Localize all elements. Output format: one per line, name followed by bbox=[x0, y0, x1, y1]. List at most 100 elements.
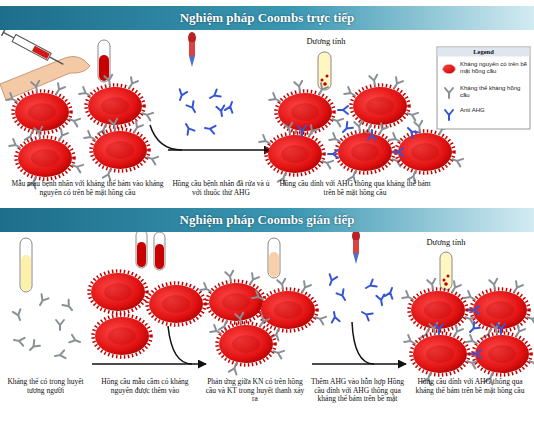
test-tube bbox=[268, 238, 280, 278]
test-tube bbox=[440, 252, 452, 290]
antibody-symbol bbox=[63, 300, 76, 313]
antibody-symbol bbox=[13, 309, 24, 321]
caption-text: Dương tính bbox=[416, 238, 476, 248]
caption-text: Phản ứng giữa KN có trên hồng cầu và KT … bbox=[205, 378, 305, 404]
flow-curve bbox=[150, 125, 182, 150]
legend-sample bbox=[440, 106, 458, 124]
syringe-needle bbox=[2, 29, 66, 68]
ahg-symbol bbox=[393, 148, 403, 156]
ahg-symbol bbox=[467, 322, 480, 335]
test-tube bbox=[154, 232, 165, 270]
dropper bbox=[188, 32, 196, 67]
ahg-symbol bbox=[340, 122, 353, 135]
legend-text: Kháng thể kháng hồng cầu bbox=[460, 85, 528, 98]
legend-symbol bbox=[443, 64, 456, 73]
ahg-symbol bbox=[405, 125, 418, 138]
dropper-tip bbox=[189, 56, 195, 67]
coated-cell bbox=[389, 121, 463, 183]
flow-curve bbox=[168, 326, 192, 364]
legend-row: Kháng thể kháng hồng cầu bbox=[437, 84, 530, 104]
coated-cell bbox=[466, 323, 534, 385]
ahg-symbol bbox=[298, 126, 306, 136]
antibody-symbol bbox=[54, 350, 65, 360]
ahg-symbol bbox=[337, 289, 349, 302]
agglutinate bbox=[447, 275, 450, 278]
section-title: Nghiệm pháp Coombs gián tiếp bbox=[180, 212, 355, 228]
antibody-symbol bbox=[56, 320, 64, 330]
flow-arrow bbox=[168, 149, 272, 151]
antibody-symbol bbox=[37, 294, 49, 307]
antibody-symbol bbox=[13, 336, 24, 346]
flow-arrow bbox=[312, 363, 406, 365]
antibody-symbol bbox=[27, 340, 40, 353]
section-band: Nghiệm pháp Coombs gián tiếp bbox=[0, 208, 534, 232]
legend-row: Kháng nguyên có trên bề mặt hồng cầu bbox=[437, 60, 530, 80]
caption-text: Thêm AHG vào hỗn hợp Hồng cầu dính với A… bbox=[310, 378, 405, 404]
cell-suspension bbox=[137, 242, 146, 267]
caption-text: Dương tính bbox=[296, 37, 356, 47]
red-cell bbox=[89, 271, 147, 313]
ahg-symbol bbox=[435, 324, 443, 334]
cell-suspension bbox=[155, 244, 164, 269]
caption-text: Hồng cầu dính với AHG thông qua kháng th… bbox=[410, 378, 530, 395]
ahg-symbol bbox=[330, 311, 340, 322]
agglutinate bbox=[444, 282, 448, 286]
flow-curve bbox=[352, 322, 374, 364]
caption-text: Hồng cầu bệnh nhân đã rửa và ủ với thuốc… bbox=[172, 180, 270, 197]
legend-sample bbox=[440, 84, 458, 102]
caption-text: Mẫu máu bệnh nhân với kháng thể bám vào … bbox=[5, 180, 170, 197]
coated-cell bbox=[6, 81, 80, 143]
coated-cell bbox=[84, 119, 158, 181]
dropper-body bbox=[353, 240, 359, 253]
mixed-sample bbox=[269, 252, 279, 277]
agglutinate bbox=[323, 82, 327, 86]
legend-sample bbox=[440, 60, 458, 78]
section-band: Nghiệm pháp Coombs trực tiếp bbox=[0, 6, 534, 30]
coated-cell bbox=[79, 75, 153, 137]
ahg-symbol bbox=[338, 106, 348, 114]
legend-row: Anti AHG bbox=[437, 106, 530, 126]
legend-text: Anti AHG bbox=[460, 107, 528, 114]
ahg-symbol bbox=[469, 306, 479, 314]
test-tube bbox=[318, 52, 331, 90]
agglutinate bbox=[326, 75, 329, 78]
dropper-tip bbox=[353, 253, 359, 264]
ahg-symbol bbox=[368, 130, 376, 140]
syringe-barrel bbox=[12, 34, 51, 60]
caption-text: Hồng cầu mẫu cầm có kháng nguyên được th… bbox=[95, 378, 195, 395]
coated-cell bbox=[402, 279, 476, 341]
coated-cell bbox=[259, 123, 333, 185]
coated-cell bbox=[210, 313, 284, 375]
ahg-symbol bbox=[328, 150, 338, 158]
section-title: Nghiệm pháp Coombs trực tiếp bbox=[180, 10, 355, 26]
legend-heading: Legend bbox=[437, 48, 530, 55]
legend-symbol bbox=[445, 88, 453, 98]
ahg-symbol bbox=[216, 105, 226, 116]
coated-cell bbox=[464, 279, 534, 341]
agglutinate bbox=[321, 79, 324, 82]
legend-text: Kháng nguyên có trên bề mặt hồng cầu bbox=[460, 61, 528, 74]
test-tube bbox=[136, 230, 147, 268]
ahg-symbol bbox=[471, 350, 481, 358]
syringe-blood bbox=[32, 46, 50, 59]
coated-cell bbox=[404, 323, 478, 385]
caption-text: Kháng thể có trong huyết tương người bbox=[3, 378, 88, 395]
ahg-symbol bbox=[225, 101, 236, 113]
legend-symbol bbox=[445, 110, 453, 120]
ahg-symbol bbox=[183, 122, 195, 135]
ahg-symbol bbox=[364, 280, 377, 292]
ahg-symbol bbox=[208, 90, 221, 102]
ahg-symbol bbox=[497, 324, 505, 334]
legend-header bbox=[438, 48, 530, 57]
plasma-sample bbox=[21, 255, 31, 291]
ahg-symbol bbox=[360, 309, 373, 321]
legend-box bbox=[437, 47, 530, 129]
ahg-symbol bbox=[385, 287, 396, 299]
flow-arrow bbox=[92, 363, 206, 365]
dropper-body bbox=[189, 42, 195, 56]
ahg-symbol bbox=[187, 101, 199, 114]
dropper bbox=[352, 230, 360, 264]
coated-cell bbox=[329, 121, 403, 183]
agglutinate bbox=[443, 279, 446, 282]
